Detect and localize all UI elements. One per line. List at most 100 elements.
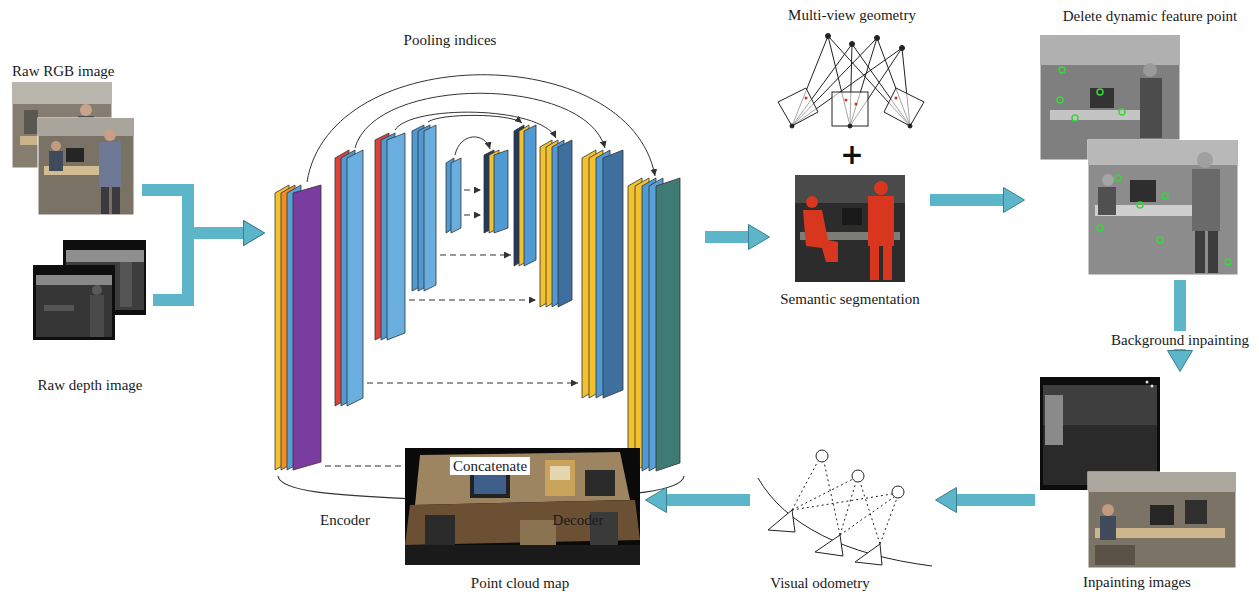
segmentation-image [874, 181, 888, 195]
multi-view-figure [790, 124, 794, 128]
point-cloud-image [415, 452, 630, 505]
feature-image [1088, 140, 1238, 275]
caption: Multi-view geometry [788, 6, 916, 24]
feature-image [1088, 140, 1238, 165]
network-label: Encoder [320, 511, 370, 529]
depth-image [120, 262, 132, 307]
odometry-figure [880, 498, 897, 544]
segmentation-image [795, 175, 905, 282]
point-cloud-image [550, 466, 570, 480]
feature-image [1208, 231, 1218, 273]
rgb-photo [49, 151, 63, 171]
odometry-figure [824, 462, 840, 535]
point-cloud-image [405, 448, 640, 565]
odometry-figure [758, 478, 932, 566]
rgb-photo [12, 82, 112, 104]
multi-view-figure [855, 103, 858, 106]
image-panel: Visual odometry [750, 440, 935, 593]
feature-image [1115, 175, 1121, 181]
multi-view-figure [908, 124, 912, 128]
skip-connection [367, 383, 578, 384]
multi-view-figure [875, 36, 880, 41]
flow-arrow [949, 494, 1035, 506]
rgb-photo [112, 187, 120, 214]
network-layers [603, 150, 623, 398]
feature-image [1097, 225, 1103, 231]
rgb-photo [38, 118, 134, 215]
segmentation-image [868, 196, 894, 246]
odometry-figure [792, 461, 818, 510]
multi-view-figure [778, 34, 924, 129]
network-layers [494, 150, 508, 233]
multi-view-figure [895, 97, 898, 100]
depth-image [33, 265, 115, 340]
edge-label: Background inpainting [1108, 331, 1252, 349]
network-layers [293, 185, 321, 470]
pooling-arc [395, 112, 556, 138]
caption: Visual odometry [770, 574, 870, 592]
caption: Delete dynamic feature point [1063, 7, 1238, 25]
point-cloud-image [474, 474, 506, 494]
network-label: Concatenate [450, 457, 530, 475]
feature-image [1143, 63, 1157, 77]
rgb-photo [66, 148, 84, 162]
feature-image [1059, 67, 1065, 73]
inpainted-image [1040, 377, 1236, 568]
odometry-figure [792, 494, 892, 510]
odometry-figure [855, 544, 882, 565]
multi-view-figure [805, 97, 808, 100]
multi-view-figure [848, 124, 852, 128]
segmentation-image [883, 246, 892, 280]
feature-image [1072, 115, 1078, 121]
image-panel: Inpainting images [1035, 372, 1245, 592]
inpainted-image [1100, 516, 1116, 540]
caption: Raw depth image [38, 376, 143, 394]
rgb-photo [104, 129, 116, 141]
rgb-photo [80, 104, 92, 116]
depth-image [33, 265, 115, 340]
feature-image [1195, 231, 1205, 273]
odometry-figure [860, 482, 880, 544]
network-layers [387, 133, 405, 340]
feature-image [1090, 88, 1114, 108]
rgb-photo [51, 141, 61, 151]
segmentation-image [806, 196, 818, 208]
multi-view-figure [900, 46, 905, 51]
network-layers [656, 178, 680, 471]
skip-connection [464, 190, 481, 191]
inpainted-image [1150, 505, 1174, 525]
feature-image [1097, 89, 1103, 95]
inpainted-image [1045, 395, 1063, 445]
pooling-arc [307, 75, 655, 182]
network-label: Pooling indices [404, 31, 497, 49]
inpainted-image [1151, 385, 1154, 388]
multi-view-figure [832, 92, 868, 126]
image-panel: Pooling indicesConcatenateEncoderDecoder [265, 25, 705, 535]
network-layers [451, 158, 461, 233]
feature-image [1119, 109, 1125, 115]
skip-connection [440, 255, 511, 256]
network-layers [558, 140, 572, 307]
inpainted-image [1146, 381, 1149, 384]
feature-image [1040, 35, 1238, 275]
network-layers [424, 125, 436, 291]
segmentation-image [870, 246, 879, 280]
rgb-photo [38, 118, 134, 136]
depth-image [36, 275, 112, 285]
depth-image [90, 295, 104, 337]
feature-image [1192, 169, 1220, 231]
feature-image [1197, 152, 1213, 168]
flow-arrow [659, 494, 750, 506]
segmentation-image [842, 208, 862, 225]
rgb-photo [38, 118, 134, 215]
depth-image [92, 285, 102, 295]
rgb-photo [24, 110, 38, 134]
image-panel: Delete dynamic feature point [1025, 3, 1243, 280]
inpainted-image [1088, 472, 1236, 492]
multi-view-figure [850, 42, 855, 47]
depth-image [66, 250, 144, 262]
inpainted-image [1102, 504, 1114, 516]
